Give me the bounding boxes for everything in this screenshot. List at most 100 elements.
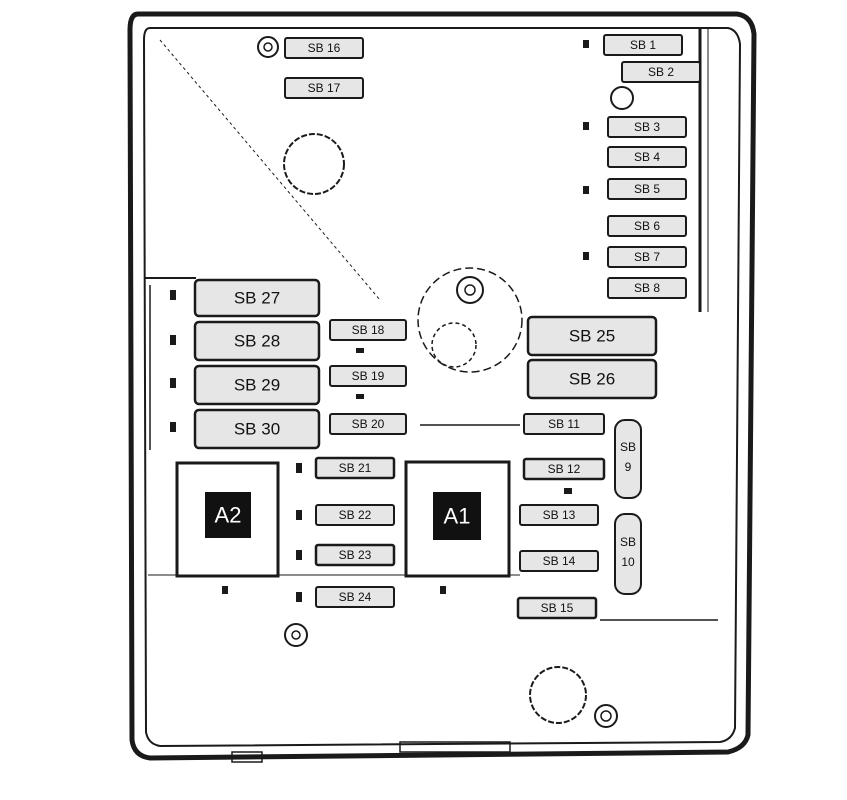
fuse-sb15[interactable]: SB 15 (516, 596, 598, 620)
fuse-sb28[interactable]: SB 28 (193, 320, 321, 362)
fuse-label: SB 16 (308, 41, 341, 55)
fuse-body (621, 61, 701, 83)
fuse-label: SB 28 (234, 332, 280, 351)
fuse-sb17[interactable]: SB 17 (284, 77, 364, 99)
fuse-sb19[interactable]: SB 19 (329, 365, 407, 387)
fuse-body (526, 315, 658, 357)
fuse-label: SB 5 (634, 182, 660, 196)
fuse-body (523, 413, 605, 435)
fuse-body (614, 419, 642, 499)
fuse-body (519, 504, 599, 526)
fuse-sb8[interactable]: SB 8 (607, 277, 687, 299)
terminal-mark (296, 463, 302, 473)
fuse-body (315, 586, 395, 608)
terminal-mark (170, 378, 176, 388)
fuse-sb22[interactable]: SB 22 (315, 504, 395, 526)
fuse-body (526, 358, 658, 400)
terminal-marks (170, 40, 589, 602)
diagonal-line (159, 39, 381, 301)
mounting-hole (431, 322, 477, 368)
fuse-sb6[interactable]: SB 6 (607, 215, 687, 237)
fuse-sb26[interactable]: SB 26 (526, 358, 658, 400)
terminal-mark (296, 510, 302, 520)
mounting-hole (456, 276, 484, 304)
fuse-label: SB 14 (543, 554, 576, 568)
terminal-mark (296, 592, 302, 602)
relay-badge (433, 492, 481, 540)
fuse-body (603, 34, 683, 56)
mounting-hole (283, 133, 345, 195)
fuse-label: SB 6 (634, 219, 660, 233)
fuse-body (193, 320, 321, 362)
fuse-sb30[interactable]: SB 30 (193, 408, 321, 450)
fuse-sb23[interactable]: SB 23 (314, 543, 396, 567)
fuse-label: SB 25 (569, 327, 615, 346)
fuse-body (516, 596, 598, 620)
terminal-mark (440, 586, 446, 594)
fuse-sb2[interactable]: SB 2 (621, 61, 701, 83)
fuse-body (522, 457, 606, 481)
fuse-body (607, 116, 687, 138)
fuse-label: SB 15 (541, 601, 574, 615)
fuse-body (519, 550, 599, 572)
fuse-label: SB 19 (352, 369, 385, 383)
mounting-hole (291, 630, 301, 640)
mounting-hole (464, 284, 476, 296)
fuse-sb20[interactable]: SB 20 (329, 413, 407, 435)
fuse-body (193, 408, 321, 450)
vertical-fuses: SB 9 SB 10 (614, 419, 642, 595)
fuse-label: SB 13 (543, 508, 576, 522)
fuse-sb5[interactable]: SB 5 (607, 178, 687, 200)
fuse-body (329, 319, 407, 341)
fuse-body (607, 178, 687, 200)
bottom-tab (231, 751, 263, 763)
mounting-hole (257, 36, 279, 58)
fuse-body (329, 365, 407, 387)
fuse-body (607, 246, 687, 268)
relay-label: A2 (215, 503, 242, 528)
fuse-body (314, 456, 396, 480)
relay-a2[interactable]: A2 (175, 461, 280, 578)
fuse-sb29[interactable]: SB 29 (193, 364, 321, 406)
fuse-sb3[interactable]: SB 3 (607, 116, 687, 138)
fuse-label: SB 29 (234, 376, 280, 395)
relay-label: A1 (444, 504, 471, 529)
fuse-sb25[interactable]: SB 25 (526, 315, 658, 357)
fuse-sb24[interactable]: SB 24 (315, 586, 395, 608)
fuse-body (193, 278, 321, 318)
fuse-sb16[interactable]: SB 16 (284, 37, 364, 59)
fuse-body (315, 504, 395, 526)
fuse-sb13[interactable]: SB 13 (519, 504, 599, 526)
fuse-label: SB 4 (634, 150, 660, 164)
terminal-mark (170, 422, 176, 432)
terminal-mark (564, 488, 572, 494)
fuse-sb7[interactable]: SB 7 (607, 246, 687, 268)
fuse-label: SB 24 (339, 590, 372, 604)
terminal-mark (170, 335, 176, 345)
fuse-sb27[interactable]: SB 27 (193, 278, 321, 318)
fuse-sb14[interactable]: SB 14 (519, 550, 599, 572)
bottom-connector (399, 741, 511, 753)
mounting-hole (263, 42, 273, 52)
fuse-sb12[interactable]: SB 12 (522, 457, 606, 481)
terminal-mark (170, 290, 176, 300)
terminal-mark (583, 122, 589, 130)
fuse-sb11[interactable]: SB 11 (523, 413, 605, 435)
fuse-label: SB 7 (634, 250, 660, 264)
relay-a1[interactable]: A1 (404, 460, 511, 578)
fuse-sb21[interactable]: SB 21 (314, 456, 396, 480)
small-fuses: SB 16 SB 17 SB 1 SB 2 SB 3 SB 4 SB 5 SB (284, 34, 701, 620)
mounting-hole (529, 666, 587, 724)
mounting-hole (417, 267, 523, 373)
fuse-sb10[interactable]: SB 10 (614, 513, 642, 595)
fuse-sb1[interactable]: SB 1 (603, 34, 683, 56)
fuse-sb9[interactable]: SB 9 (614, 419, 642, 499)
fuse-label: SB 23 (339, 548, 372, 562)
fuse-label: SB (620, 440, 636, 454)
terminal-mark (583, 252, 589, 260)
fuse-sb18[interactable]: SB 18 (329, 319, 407, 341)
fuse-body (614, 513, 642, 595)
mounting-hole (594, 704, 618, 728)
terminal-mark (583, 40, 589, 48)
fuse-sb4[interactable]: SB 4 (607, 146, 687, 168)
